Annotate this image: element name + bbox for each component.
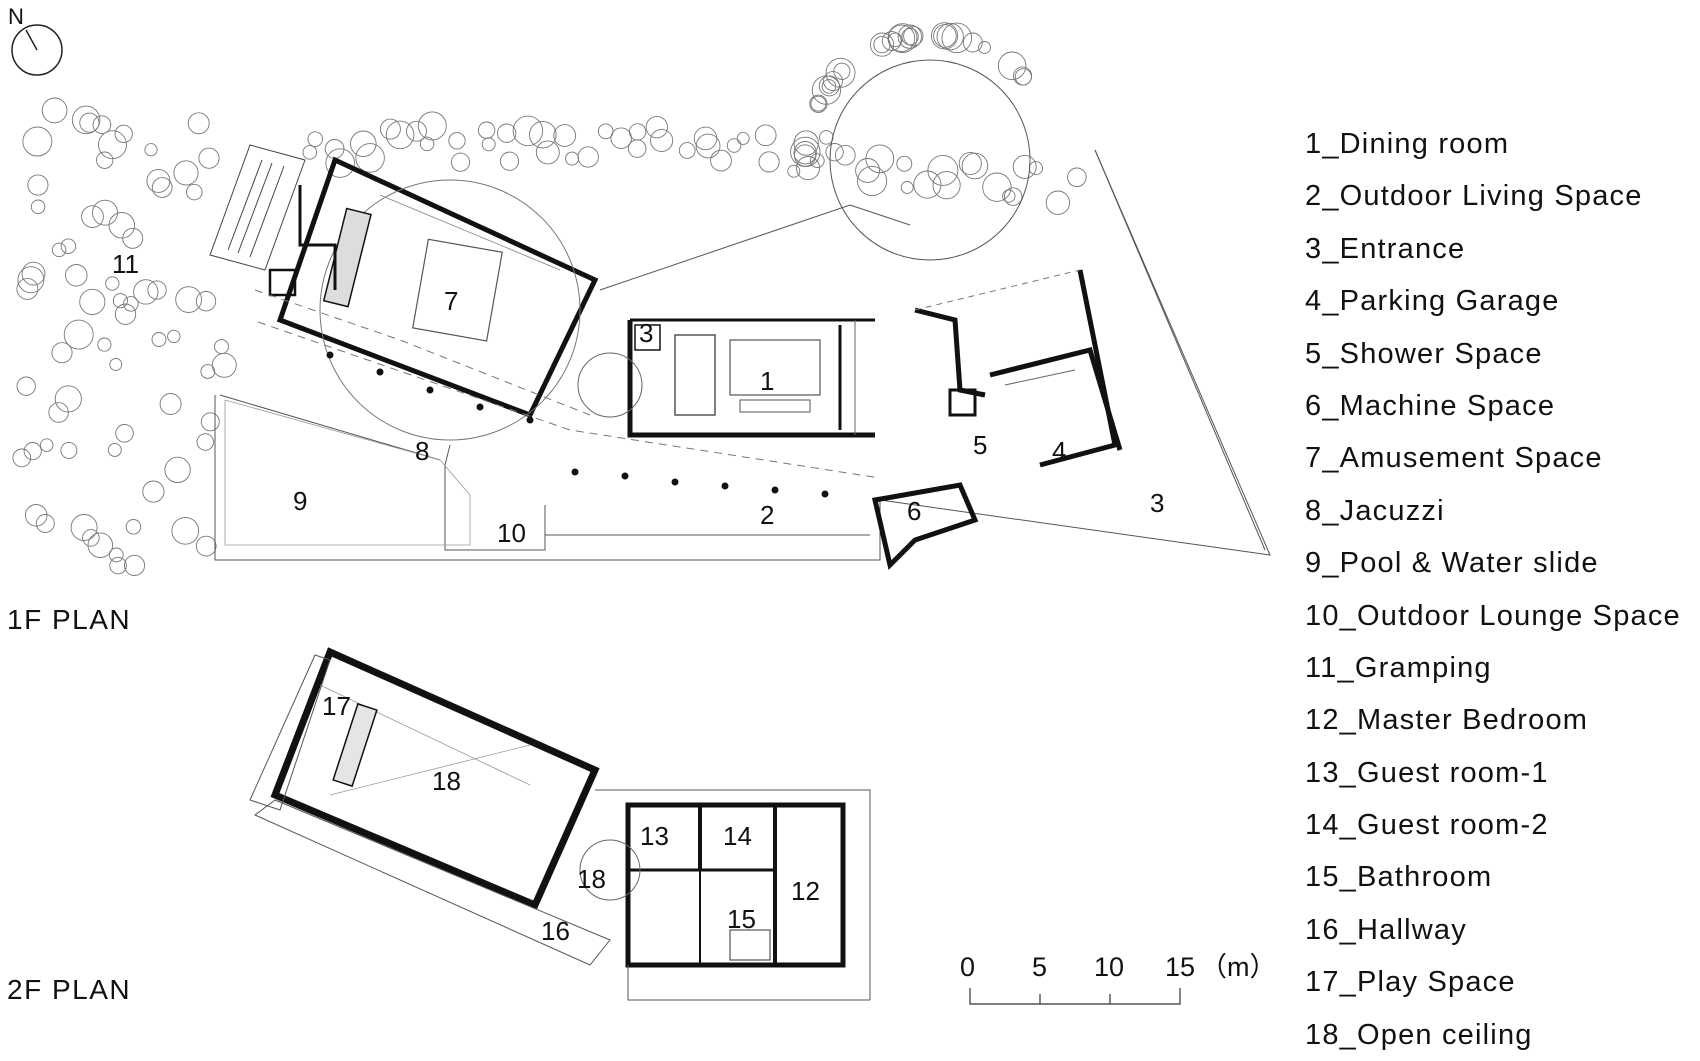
legend-item: 18_Open ceiling (1305, 1018, 1533, 1051)
room-numbers: 1 2 3 3 4 5 6 7 8 9 10 11 12 13 14 15 16… (112, 249, 1164, 946)
room-number-15: 15 (727, 904, 756, 934)
room-legend: 1_Dining room 2_Outdoor Living Space 3_E… (1305, 118, 1681, 1061)
room-number-18a: 18 (432, 766, 461, 796)
room-number-2: 2 (760, 500, 774, 530)
outdoor-stair (209, 144, 306, 271)
legend-item: 6_Machine Space (1305, 389, 1556, 422)
legend-item: 8_Jacuzzi (1305, 494, 1445, 527)
room-number-6: 6 (907, 496, 921, 526)
legend-item: 2_Outdoor Living Space (1305, 180, 1643, 213)
landscape-trees (12, 22, 1087, 576)
legend-item: 14_Guest room-2 (1305, 809, 1549, 842)
room-number-13: 13 (640, 821, 669, 851)
scale-tick-15: 15 (1165, 952, 1195, 982)
room-number-16: 16 (541, 916, 570, 946)
walkway (254, 289, 881, 498)
legend-item: 10_Outdoor Lounge Space (1305, 599, 1681, 632)
site-outline (214, 59, 1271, 561)
room-number-3a: 3 (639, 318, 653, 348)
legend-item: 1_Dining room (1305, 128, 1510, 160)
legend-item: 7_Amusement Space (1305, 442, 1603, 475)
room-number-14: 14 (723, 821, 752, 851)
second-floor-plan-label: 2F PLAN (7, 974, 132, 1005)
second-floor-plan (249, 647, 871, 1001)
scale-tick-5: 5 (1032, 952, 1047, 982)
amusement-building (268, 156, 599, 441)
pool-deck (224, 399, 471, 546)
legend-item: 11_Gramping (1305, 651, 1492, 684)
garage-building (871, 269, 1123, 570)
room-number-5: 5 (973, 430, 987, 460)
room-number-7: 7 (444, 286, 458, 316)
legend-item: 4_Parking Garage (1305, 285, 1560, 318)
scale-unit: （m） (1200, 952, 1277, 982)
legend-item: 9_Pool & Water slide (1305, 547, 1599, 580)
room-number-3b: 3 (1150, 488, 1164, 518)
scale-bar: 0 5 10 15 （m） (960, 952, 1277, 1005)
north-arrow-icon: N (8, 4, 63, 76)
room-number-4: 4 (1052, 436, 1066, 466)
legend-item: 3_Entrance (1305, 232, 1466, 265)
legend-item: 16_Hallway (1305, 913, 1467, 946)
legend-item: 15_Bathroom (1305, 861, 1493, 894)
room-number-1: 1 (760, 366, 774, 396)
room-number-18b: 18 (577, 864, 606, 894)
scale-tick-10: 10 (1094, 952, 1124, 982)
first-floor-plan-label: 1F PLAN (7, 604, 132, 635)
dining-building (577, 318, 875, 438)
scale-tick-0: 0 (960, 952, 975, 982)
room-number-11: 11 (112, 249, 139, 279)
room-number-12: 12 (791, 876, 820, 906)
legend-item: 17_Play Space (1305, 966, 1516, 999)
room-number-8: 8 (415, 436, 429, 466)
north-label: N (8, 4, 24, 29)
legend-item: 5_Shower Space (1305, 337, 1543, 370)
room-number-9: 9 (293, 486, 307, 516)
room-number-17: 17 (322, 691, 351, 721)
legend-item: 13_Guest room-1 (1305, 756, 1549, 789)
room-number-10: 10 (497, 518, 526, 548)
legend-item: 12_Master Bedroom (1305, 704, 1589, 737)
